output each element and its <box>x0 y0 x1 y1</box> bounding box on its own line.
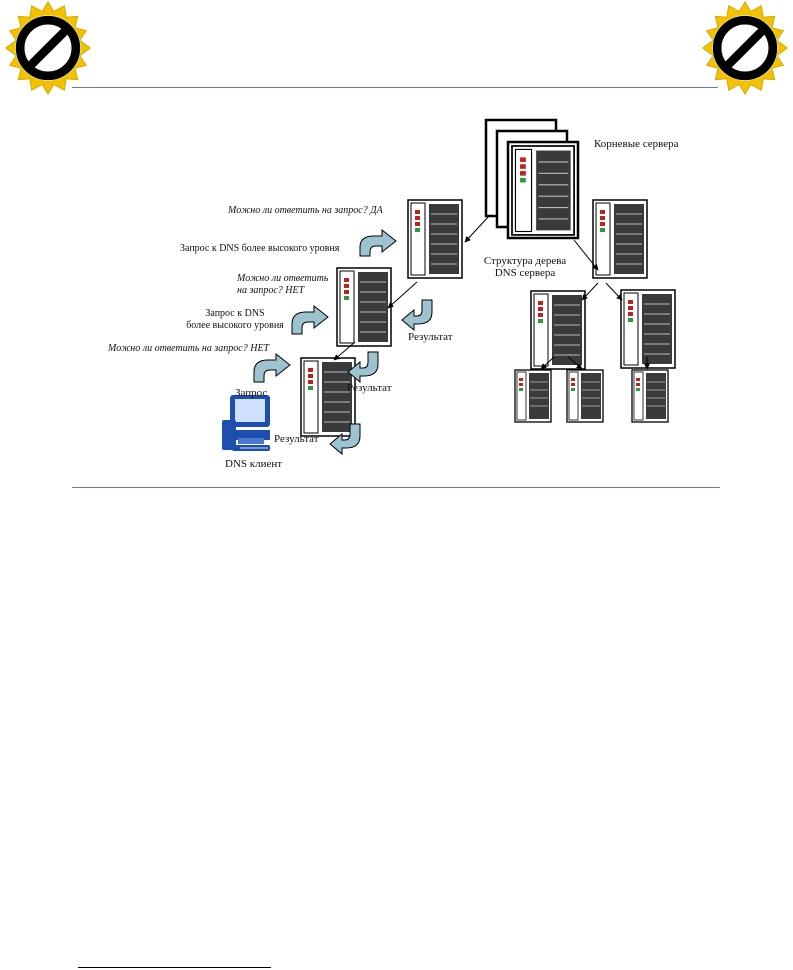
request-higher-label-1: Запрос к DNS более высокого уровня <box>180 243 340 254</box>
server-icon-net-1 <box>336 267 392 347</box>
server-icon-tree-top <box>592 199 648 279</box>
server-icon-da <box>407 199 463 279</box>
query-no-label-1b: на запрос? НЕТ <box>237 285 305 296</box>
header-rule <box>72 87 718 88</box>
server-icon-tree-mid-left <box>530 290 586 370</box>
server-icon-leaf-2 <box>566 369 604 423</box>
server-icon-tree-mid-right <box>620 289 676 369</box>
curved-arrow-icon <box>347 351 379 384</box>
footnote-rule <box>78 967 271 968</box>
result-label-1: Результат <box>408 331 453 343</box>
query-no-label-2: Можно ли ответить на запрос? НЕТ <box>108 343 270 354</box>
computer-icon <box>222 395 270 451</box>
root-server-stack <box>484 118 580 240</box>
request-higher-label-2b: более высокого уровня <box>186 320 284 331</box>
diagram-bottom-rule <box>72 487 720 488</box>
query-yes-label: Можно ли ответить на запрос? ДА <box>228 205 383 216</box>
server-icon-local <box>300 357 356 437</box>
curved-arrow-icon <box>359 228 397 257</box>
curved-arrow-icon <box>253 352 291 383</box>
prohibition-icon-left <box>4 0 92 96</box>
curved-arrow-icon <box>401 299 433 332</box>
dns-resolution-diagram <box>222 118 676 456</box>
curved-arrow-icon <box>329 423 361 456</box>
result-label-2: Результат <box>347 382 392 394</box>
request-label: Запрос <box>235 387 268 399</box>
server-icon-leaf-3 <box>631 369 669 423</box>
curved-arrow-icon <box>291 304 329 335</box>
server-icon-leaf-1 <box>514 369 552 423</box>
request-higher-label-2a: Запрос к DNS <box>205 308 265 319</box>
root-servers-label: Корневые сервера <box>594 138 679 150</box>
result-label-3: Результат <box>274 433 319 445</box>
dns-client-label: DNS клиент <box>225 458 283 470</box>
tree-structure-label-2: DNS сервера <box>494 267 556 279</box>
prohibition-icon-right <box>701 0 789 96</box>
tree-structure-label-1: Структура дерева <box>483 255 567 267</box>
query-no-label-1a: Можно ли ответить <box>237 273 329 284</box>
